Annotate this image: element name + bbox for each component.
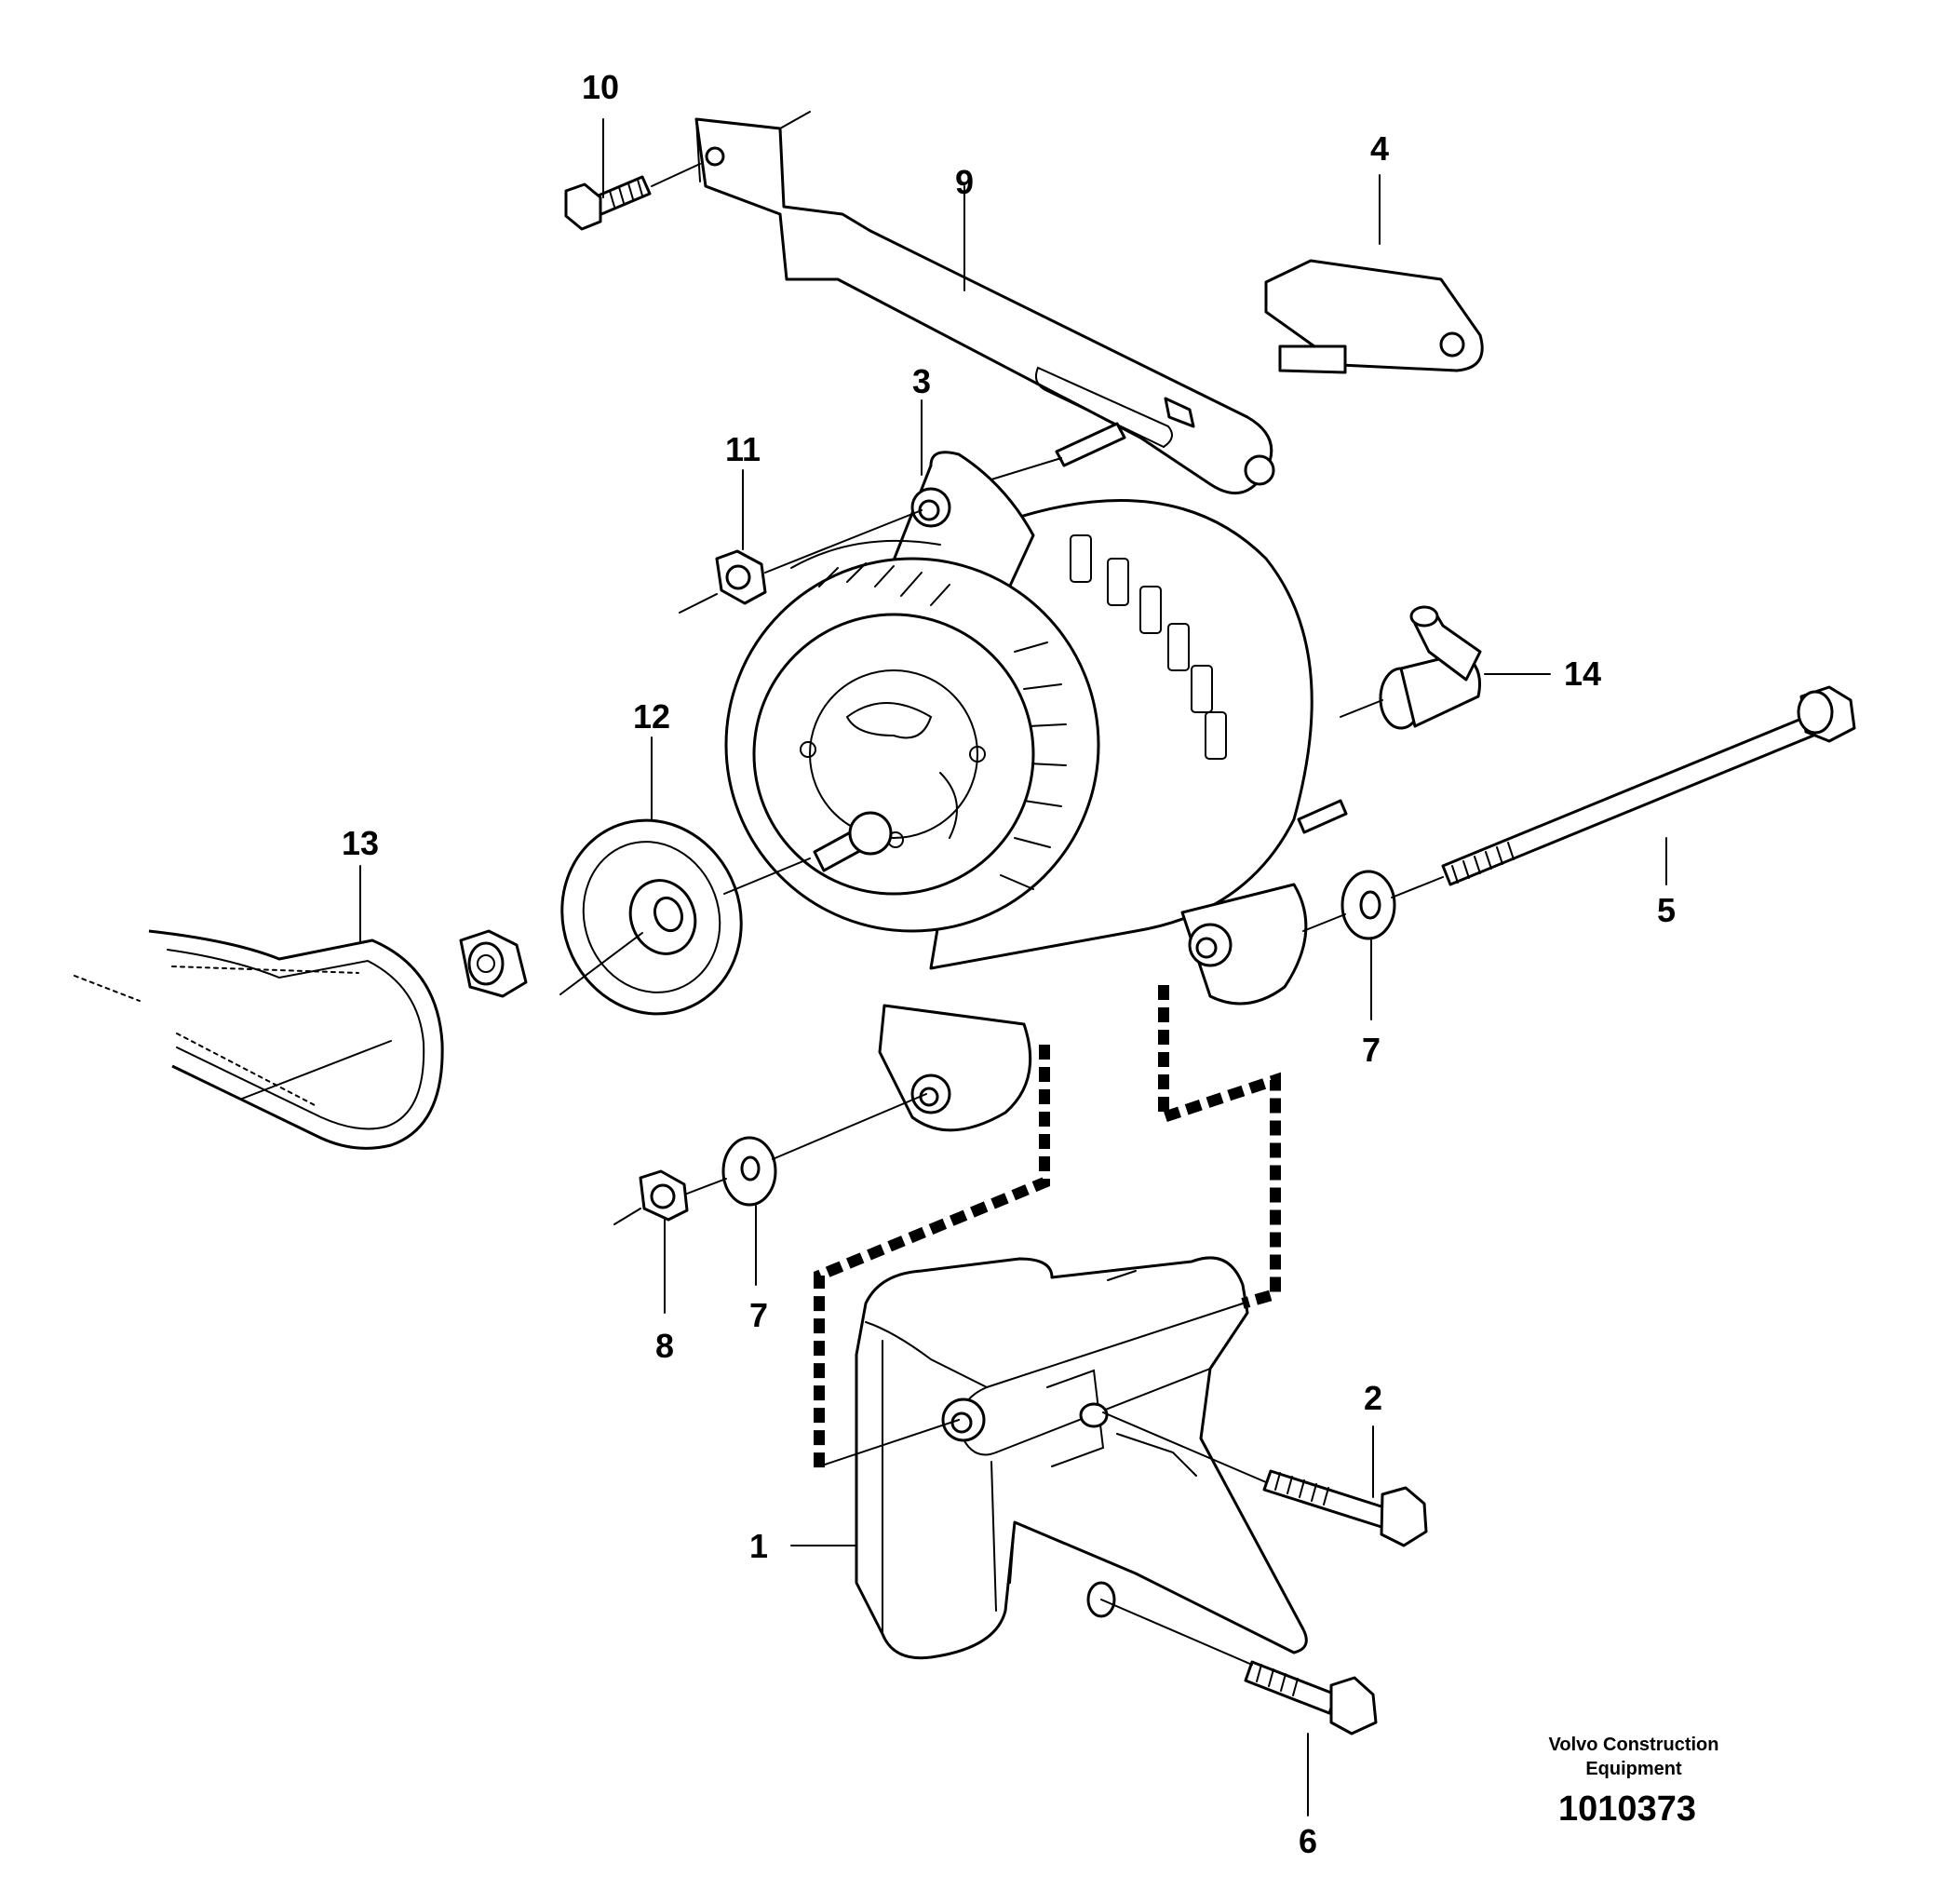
callout-8: 8 (655, 1327, 674, 1365)
figure-number: 1010373 (1558, 1789, 1696, 1829)
nut-part-11 (679, 549, 767, 614)
callout-12: 12 (633, 697, 670, 736)
nut-part-8 (613, 1169, 689, 1225)
bolt-part-6 (1244, 1660, 1378, 1735)
callout-10: 10 (582, 68, 619, 106)
bolt-part-2 (1262, 1469, 1428, 1547)
company-name-line1: Volvo Construction (1549, 1735, 1719, 1755)
callout-6: 6 (1299, 1822, 1317, 1860)
alignment-lines (241, 457, 1444, 1666)
regulator-module-part (1264, 259, 1484, 374)
callout-5: 5 (1657, 891, 1676, 929)
callout-7b: 7 (749, 1296, 768, 1334)
callout-1: 1 (749, 1527, 768, 1565)
drive-belt-part (74, 929, 528, 1150)
callout-7a: 7 (1362, 1031, 1381, 1069)
washer-part-right (1340, 870, 1396, 940)
callout-labels: 1 2 3 4 5 6 7 7 7 8 9 10 11 12 13 14 (342, 68, 1676, 1860)
lower-bracket-part (855, 1256, 1308, 1660)
assembly-dashed-links (814, 985, 1281, 1471)
bolt-part-10 (564, 163, 701, 231)
company-name-line2: Equipment (1585, 1759, 1682, 1779)
figure-footer: Volvo Construction Equipment 1010373 (1549, 1735, 1719, 1829)
callout-4: 4 (1370, 129, 1389, 168)
pulley-part (560, 818, 743, 1016)
callout-3: 3 (912, 362, 931, 400)
callout-leaders (359, 118, 1667, 1816)
alternator-part (724, 422, 1348, 1132)
callout-13: 13 (342, 824, 379, 862)
callout-2: 2 (1364, 1379, 1382, 1417)
upper-bracket-part (694, 111, 1275, 495)
callout-9: 9 (955, 163, 974, 201)
long-bolt-part (1441, 685, 1856, 886)
callout-11: 11 (725, 430, 761, 468)
callout-14: 14 (1564, 655, 1601, 693)
washer-part-left (721, 1136, 777, 1207)
elbow-connector-part (1379, 605, 1482, 730)
